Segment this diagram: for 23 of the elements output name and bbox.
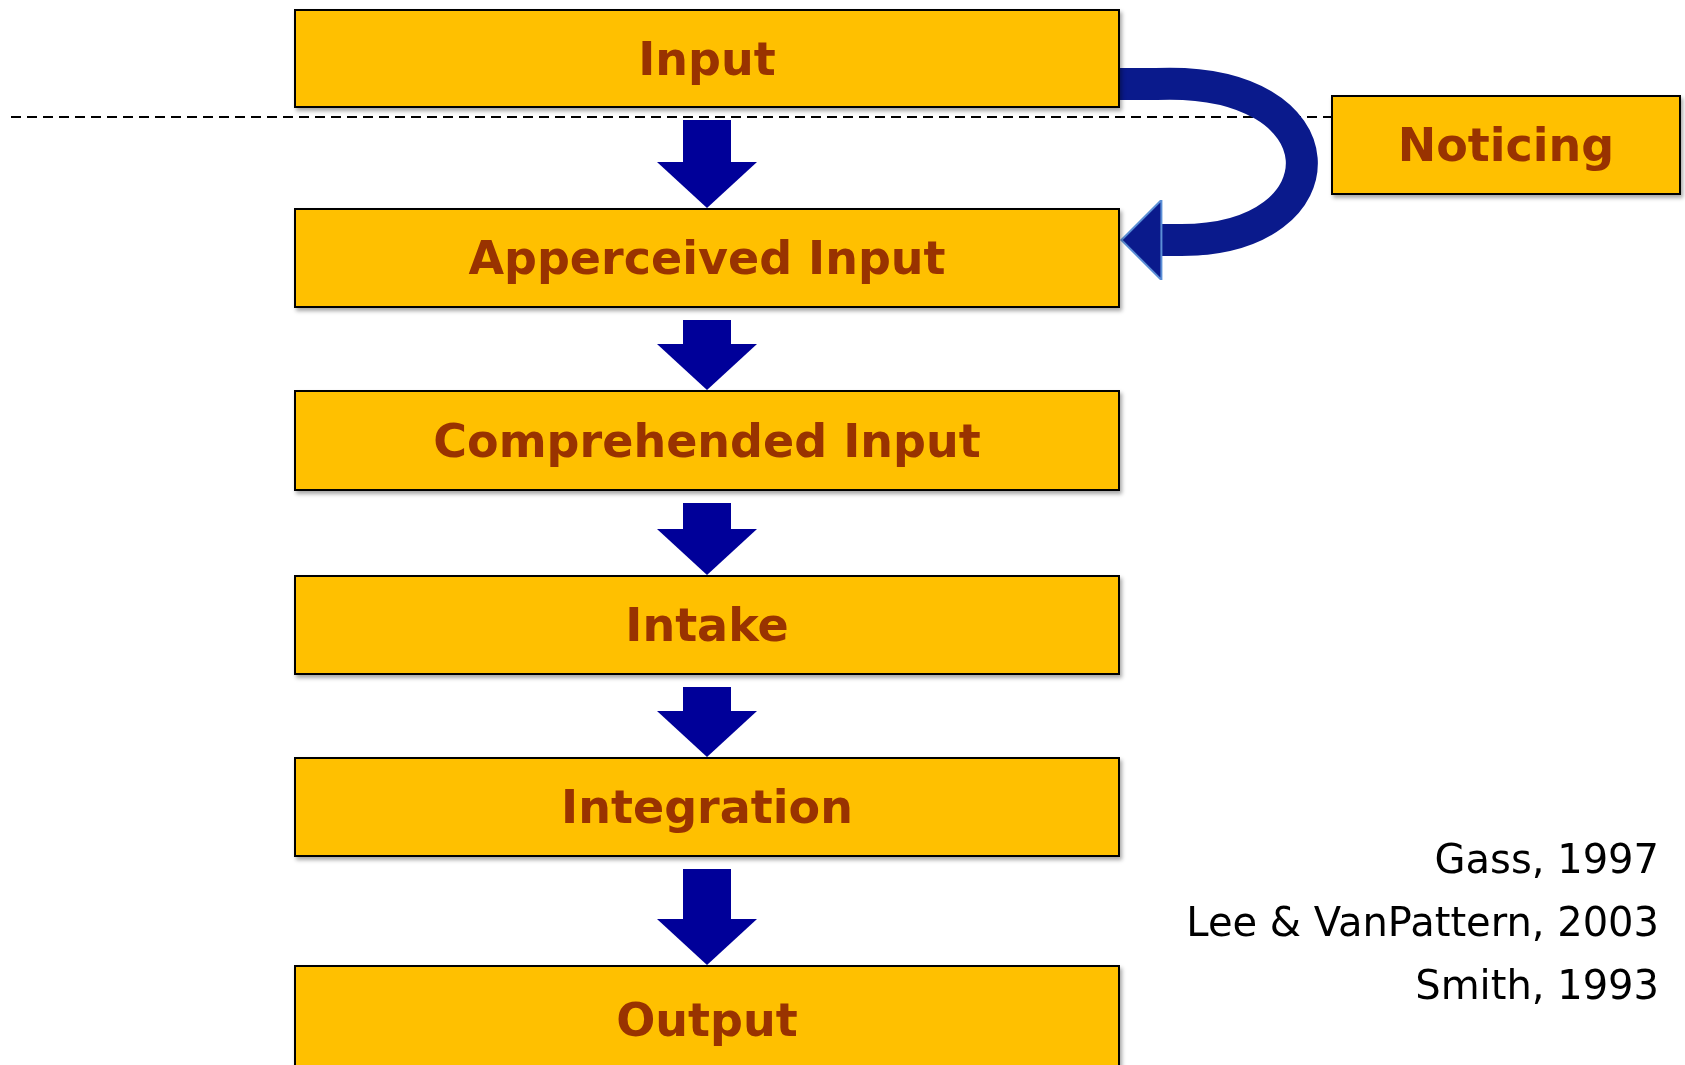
block-arrow bbox=[657, 687, 757, 757]
block-arrow bbox=[657, 869, 757, 965]
process-box bbox=[294, 757, 1120, 857]
process-box bbox=[1331, 95, 1681, 195]
process-box bbox=[294, 575, 1120, 675]
curved-arrow bbox=[1120, 68, 1318, 281]
block-arrow bbox=[657, 320, 757, 390]
box-label: Integration bbox=[561, 780, 853, 834]
process-box bbox=[294, 208, 1120, 308]
box-label: Input bbox=[638, 31, 776, 86]
process-box bbox=[294, 9, 1120, 108]
block-arrow bbox=[657, 503, 757, 575]
box-label: Apperceived Input bbox=[468, 231, 946, 285]
process-box bbox=[294, 965, 1120, 1065]
box-label: Intake bbox=[625, 598, 789, 652]
reference-citation: Gass, 1997 bbox=[1434, 835, 1659, 884]
reference-citation: Smith, 1993 bbox=[1415, 961, 1659, 1010]
box-label: Noticing bbox=[1397, 118, 1615, 172]
box-label: Comprehended Input bbox=[433, 413, 981, 468]
process-box bbox=[294, 390, 1120, 491]
reference-citation: Lee & VanPattern, 2003 bbox=[1186, 898, 1659, 947]
block-arrow bbox=[657, 120, 757, 208]
box-label: Output bbox=[616, 993, 798, 1047]
